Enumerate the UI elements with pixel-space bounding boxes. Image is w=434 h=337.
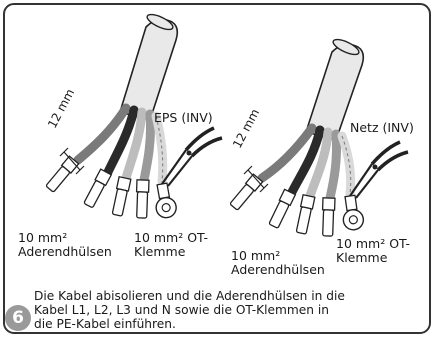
step-caption: Die Kabel abisolieren und die Aderendhül… <box>34 289 429 331</box>
caption-line: Die Kabel abisolieren und die Aderendhül… <box>34 289 429 303</box>
right-cable-label: Netz (INV) <box>350 121 414 135</box>
left-ferrule-label-name: Aderendhülsen <box>18 245 112 259</box>
right-ferrule-label-size: 10 mm² <box>231 249 280 263</box>
left-lug-label-size: 10 mm² OT- <box>134 231 208 245</box>
right-lug-label-name: Klemme <box>336 251 387 265</box>
left-lug-label-name: Klemme <box>134 245 185 259</box>
left-ferrule <box>136 180 149 218</box>
caption-line: Kabel L1, L2, L3 und N sowie die OT-Klem… <box>34 303 429 317</box>
right-ferrule <box>322 198 335 236</box>
right-lug-label-size: 10 mm² OT- <box>336 237 410 251</box>
left-ferrule-label-size: 10 mm² <box>18 231 67 245</box>
step-number-badge: 6 <box>5 305 31 331</box>
right-ferrule-label-name: Aderendhülsen <box>231 263 325 277</box>
left-cable-label: EPS (INV) <box>154 111 213 125</box>
caption-line: die PE-Kabel einführen. <box>34 317 429 331</box>
